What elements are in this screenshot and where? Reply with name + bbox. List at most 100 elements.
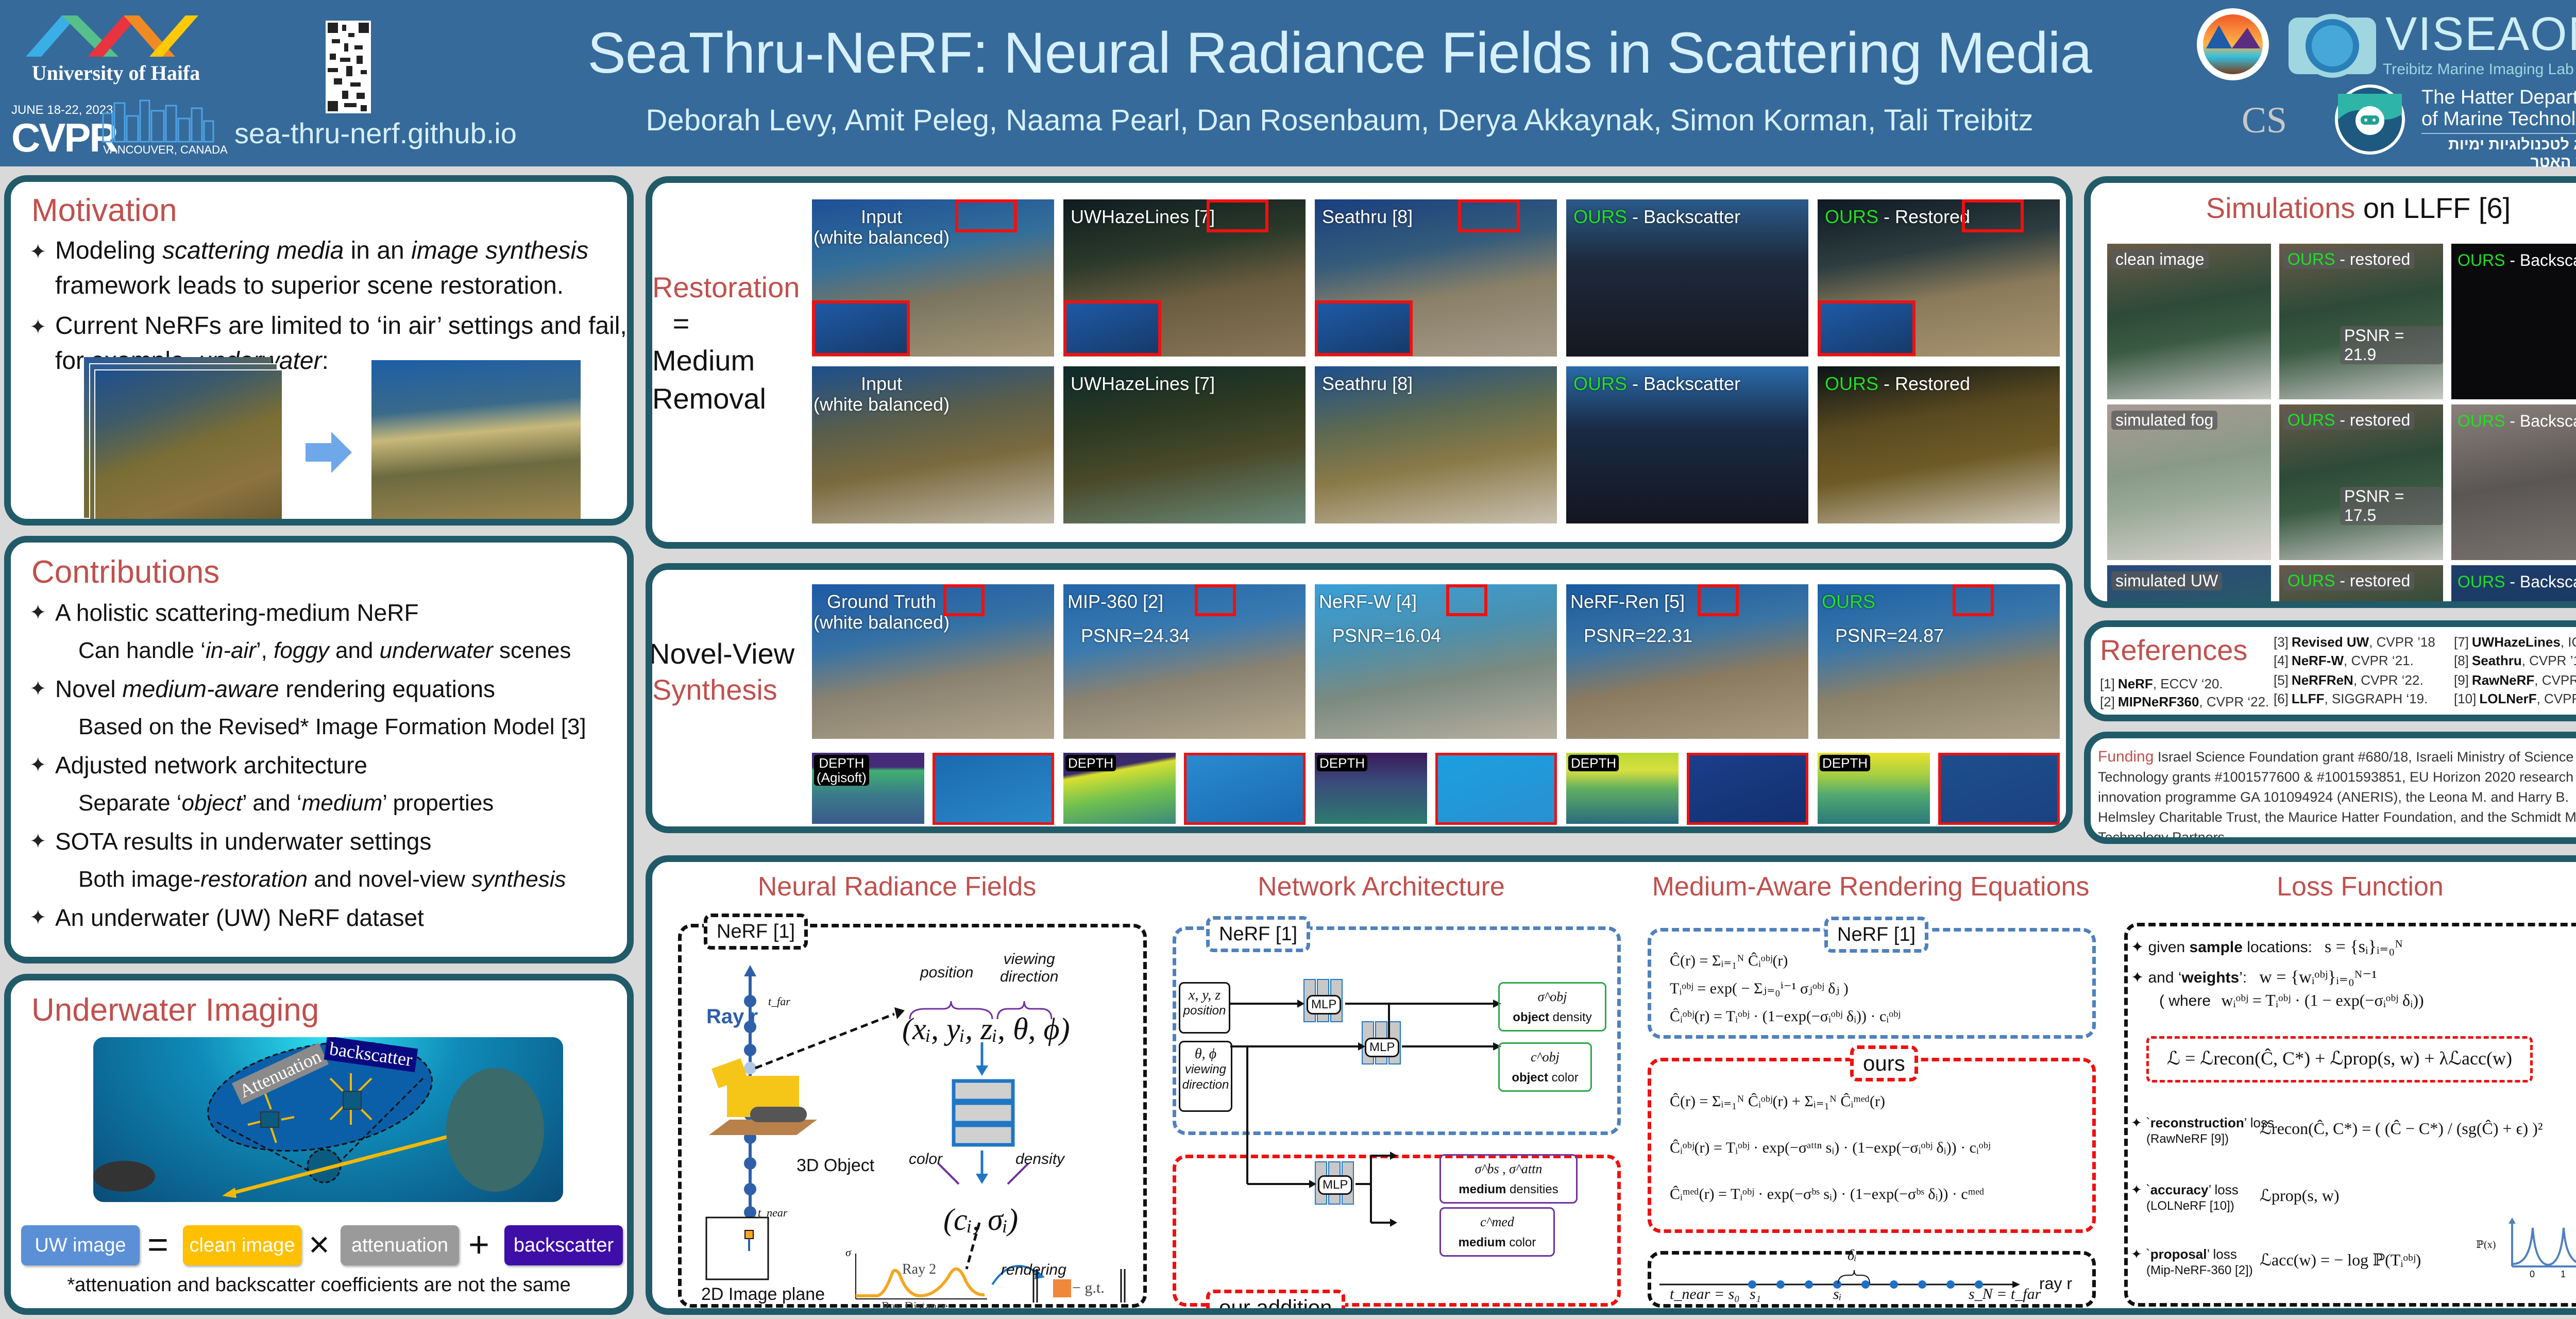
star-bullet-icon: ✦: [2131, 1115, 2146, 1130]
simulations-title-rest: on LLFF [6]: [2355, 192, 2511, 224]
method-label: - Backscatter: [1627, 373, 1741, 394]
text-segment: Separate ‘: [78, 790, 182, 816]
italic-text: synthesis: [471, 867, 566, 892]
contribution-sub: Separate ‘object’ and ‘medium’ propertie…: [29, 784, 627, 823]
qr-code-image[interactable]: [326, 21, 371, 113]
method-label: Ground Truth (white balanced): [813, 591, 950, 633]
contributions-panel: Contributions ✦A holistic scattering-med…: [4, 536, 634, 963]
network-output-bold: object: [1512, 1071, 1548, 1085]
reference-name: LLFF: [2291, 691, 2325, 706]
loss-line-pre: given: [2148, 939, 2190, 956]
novel-view-image: NeRF-Ren [5]PSNR=22.31: [1566, 584, 1808, 739]
method-label: MIP-360 [2]: [1067, 591, 1164, 612]
loss-line-math: w = {wᵢᵒᵇʲ}ᵢ₌₀ᴺ⁻¹: [2259, 968, 2377, 987]
rendering-ray-dashed-box: [1648, 1251, 2096, 1308]
text-segment: :: [321, 347, 329, 375]
reference-venue: , CVPR ‘22: [2536, 691, 2576, 706]
loss-total-equation: ℒ = ℒrecon(Ĉ, C*) + ℒprop(s, w) + λℒacc(…: [2167, 1048, 2512, 1069]
simulation-input-label: clean image: [2111, 250, 2209, 269]
ray-end-label: s_N = t_far: [1969, 1286, 2041, 1303]
reference-number: [7]: [2454, 634, 2469, 650]
simulation-backscatter-image: OURS - Backscatter: [2451, 244, 2576, 399]
restoration-image: UWHazeLines [7]: [1063, 199, 1306, 357]
novel-view-image: Ground Truth (white balanced): [812, 584, 1054, 739]
funding-text: Israel Science Foundation grant #680/18,…: [2098, 749, 2576, 844]
image-plane-label: 2D Image plane: [701, 1284, 825, 1304]
text-segment: Both image-: [78, 867, 201, 892]
depth-label: DEPTH: [1065, 755, 1116, 771]
zoom-region-box: [1953, 584, 1994, 616]
ray-sample-point: [1805, 1280, 1813, 1289]
reference-item: [1]NeRF, ECCV ‘20.: [2100, 676, 2223, 692]
italic-text: scattering media: [162, 237, 344, 264]
loss-term-source: (Mip-NeRF-360 [2]): [2146, 1263, 2253, 1277]
reference-venue: , CVPR ‘22: [2534, 672, 2576, 688]
simulation-input-label: simulated UW: [2111, 571, 2223, 590]
restoration-image-label: Seathru [8]: [1322, 374, 1413, 394]
network-input-math: θ, ϕ: [1194, 1046, 1217, 1062]
restoration-image: Input (white balanced): [812, 199, 1054, 357]
restoration-image-label: OURS - Restored: [1825, 207, 1970, 227]
star-bullet-icon: ✦: [29, 906, 47, 929]
restoration-image: Input (white balanced): [812, 366, 1054, 523]
loss-given-lines: ✦ given sample locations:s = {sᵢ}ᵢ₌₀ᴺ ✦ a…: [2131, 934, 2576, 995]
lab-subtitle: Treibitz Marine Imaging Lab: [2383, 61, 2574, 78]
ours-label: OURS: [2287, 411, 2335, 429]
restoration-title-line1: Restoration: [652, 271, 800, 303]
method-label: Seathru [8]: [1322, 206, 1413, 227]
restoration-image-label: UWHazeLines [7]: [1071, 207, 1215, 227]
restoration-image-label: OURS - Backscatter: [1573, 374, 1740, 394]
network-output-math: σ^obj: [1537, 989, 1567, 1004]
novel-view-method-label: OURS: [1822, 591, 1875, 612]
ours-rendering-equation: Ĉᵢᵒᵇʲ(r) = Tᵢᵒᵇʲ · exp(−σᵃᵗᵗⁿ sᵢ) · (1−e…: [1670, 1139, 1991, 1156]
zoom-region-box: [943, 584, 985, 616]
reference-venue: , ECCV ‘20.: [2153, 676, 2223, 691]
method-label: - Backscatter: [1627, 206, 1741, 227]
star-bullet-icon: ✦: [2131, 969, 2148, 986]
ours-label: OURS: [1825, 373, 1879, 394]
restoration-image: OURS - Restored: [1818, 199, 2060, 357]
network-output-rest: densities: [1506, 1182, 1558, 1196]
network-output-math: c^med: [1480, 1214, 1514, 1229]
loss-given-line: ✦ given sample locations:s = {sᵢ}ᵢ₌₀ᴺ: [2131, 934, 2576, 960]
plot-curve-label: Ray 2: [902, 1261, 937, 1277]
reference-venue: , CVPR ‘22.: [2199, 694, 2269, 709]
method-label: Seathru [8]: [1322, 373, 1413, 394]
contribution-main-text: A holistic scattering-medium NeRF: [55, 599, 419, 626]
ours-rendering-equation: Ĉ(r) = Σᵢ₌₁ᴺ Ĉᵢᵒᵇʲ(r) + Σᵢ₌₁ᴺ Ĉᵢᵐᵉᵈ(r): [1670, 1093, 1885, 1110]
3d-object-label: 3D Object: [796, 1156, 875, 1175]
reference-number: [1]: [2100, 676, 2115, 691]
reference-item: [8]Seathru, CVPR ’19: [2454, 653, 2576, 669]
funding-text-block: Funding Israel Science Foundation grant …: [2098, 747, 2576, 844]
position-label: position: [920, 964, 974, 981]
contribution-sub: Both image-restoration and novel-view sy…: [29, 860, 627, 899]
star-bullet-icon: ✦: [29, 241, 47, 263]
equation-term-attenuation: attenuation: [341, 1225, 459, 1265]
backscatter-label: - Backscatter: [2510, 251, 2576, 269]
depth-zoom-inset: [1184, 753, 1306, 825]
text-segment: Modeling: [55, 237, 163, 264]
motivation-bullet: ✦Modeling scattering media in an image s…: [29, 233, 627, 303]
reference-number: [8]: [2454, 653, 2469, 668]
reference-number: [6]: [2274, 691, 2289, 706]
star-bullet-icon: ✦: [2131, 939, 2148, 956]
network-output-bold: medium: [1458, 1236, 1506, 1249]
loss-given-line: ✦ and ‘weights’:w = {wᵢᵒᵇʲ}ᵢ₌₀ᴺ⁻¹: [2131, 965, 2576, 991]
depth-label: DEPTH: [1317, 755, 1368, 771]
restoration-panel: Restoration = Medium Removal Input (whit…: [646, 176, 2073, 549]
zoom-region-box: [1207, 199, 1268, 232]
nerf-rendering-equation: Tᵢᵒᵇʲ = exp( − Σⱼ₌₀ⁱ⁻¹ σⱼᵒᵇʲ δⱼ ): [1670, 980, 1849, 997]
reference-item: [10]LOLNerF, CVPR ‘22: [2454, 691, 2576, 707]
university-logo-icon: [26, 15, 198, 57]
network-input-math: x, y, z: [1188, 987, 1221, 1003]
restoration-image: Seathru [8]: [1315, 199, 1557, 357]
network-output-bold: object: [1513, 1010, 1549, 1024]
italic-text: restoration: [200, 867, 308, 892]
nerf-dashed-box: [678, 924, 1147, 1308]
ray-sample-point: [1918, 1280, 1926, 1289]
project-url-link[interactable]: sea-thru-nerf.github.io: [234, 117, 517, 149]
contribution-main-text: SOTA results in underwater settings: [55, 828, 432, 855]
zoom-inset: [1818, 300, 1916, 356]
